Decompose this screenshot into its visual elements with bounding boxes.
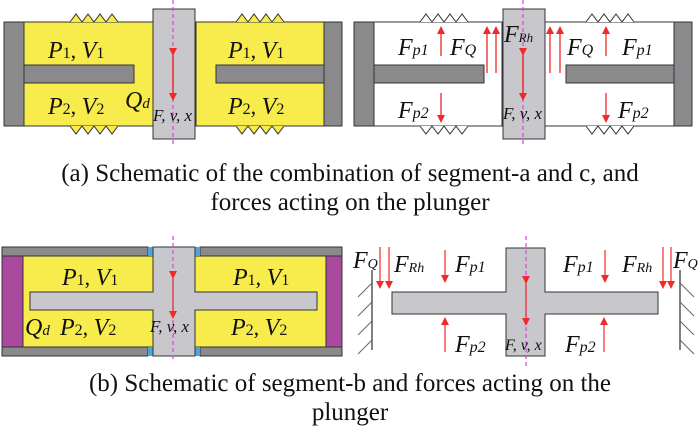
panel-b-left-schematic: P1, V1 P1, V1 Qd P2, V2 P2, V2 F, v, x — [1, 236, 343, 362]
label-fp1: Fp1 — [397, 35, 429, 61]
seal-left — [1, 255, 24, 348]
panel-b-right-forces: FQ FRh Fp1 Fp1 FRh FQ Fp2 Fp2 F, v, x — [352, 236, 698, 366]
label-p1-v1: P1, V1 — [61, 265, 118, 291]
label-f-v-x: F, v, x — [502, 104, 542, 123]
spring-zigzag — [585, 13, 635, 23]
housing-top — [1, 246, 149, 257]
label-fp2: Fp2 — [454, 332, 486, 358]
label-p2-v2: P2, V2 — [227, 94, 284, 120]
label-p1-v1: P1, V1 — [227, 38, 284, 64]
housing-top — [199, 246, 343, 257]
housing-wall-left — [353, 21, 375, 127]
spring-zigzag — [235, 125, 285, 135]
housing-arm-left — [23, 64, 135, 84]
spring-zigzag — [69, 13, 119, 23]
housing-arm-right — [215, 64, 325, 84]
housing-arm-right — [565, 64, 675, 84]
label-frh: FRh — [621, 252, 652, 278]
spring-zigzag — [419, 13, 469, 23]
caption-a: (a) Schematic of the combination of segm… — [0, 159, 700, 217]
caption-a-line1: (a) Schematic of the combination of segm… — [61, 160, 639, 187]
label-frh: FRh — [503, 22, 533, 48]
caption-a-line2: forces acting on the plunger — [210, 189, 490, 216]
wall-hatching-right — [679, 282, 695, 355]
seal-right — [325, 255, 343, 348]
panel-a-left-schematic: P1, V1 P2, V2 Qd F, v, x P1, V1 P2, V2 — [3, 0, 343, 146]
label-fp2: Fp2 — [397, 98, 429, 124]
label-fp1: Fp1 — [454, 252, 486, 278]
panel-a-right-forces: Fp1 FQ FRh FQ Fp1 Fp2 Fp2 F, v, x — [353, 0, 693, 146]
label-frh: FRh — [393, 252, 424, 278]
label-p1-v1: P1, V1 — [47, 38, 104, 64]
housing-wall-right — [673, 21, 693, 127]
caption-b-line2: plunger — [311, 399, 389, 426]
clearance-gap — [195, 347, 200, 356]
label-p1-v1: P1, V1 — [232, 265, 289, 291]
housing-wall-right — [323, 21, 343, 127]
spring-zigzag — [419, 125, 469, 135]
label-fq: FQ — [352, 248, 378, 274]
caption-b-line1: (b) Schematic of segment-b and forces ac… — [88, 370, 612, 397]
label-fq: FQ — [449, 35, 477, 61]
clearance-gap — [148, 247, 153, 256]
housing-bottom — [1, 346, 149, 357]
spring-zigzag — [235, 13, 285, 23]
housing-arm-left — [373, 64, 485, 84]
clearance-gap — [148, 347, 153, 356]
label-p2-v2: P2, V2 — [59, 315, 116, 341]
caption-b: (b) Schematic of segment-b and forces ac… — [0, 369, 700, 427]
label-f-v-x: F, v, x — [149, 317, 189, 336]
label-fp2: Fp2 — [617, 98, 649, 124]
label-f-v-x: F, v, x — [152, 106, 192, 125]
label-fq: FQ — [672, 248, 698, 274]
label-fq: FQ — [566, 35, 594, 61]
label-p2-v2: P2, V2 — [47, 94, 104, 120]
label-fp1: Fp1 — [562, 252, 594, 278]
spring-zigzag — [69, 125, 119, 135]
housing-bottom — [199, 346, 343, 357]
wall-hatching-left — [357, 282, 373, 355]
label-fp2: Fp2 — [564, 332, 596, 358]
label-fp1: Fp1 — [621, 35, 653, 61]
label-qd: Qd — [25, 315, 50, 341]
label-p2-v2: P2, V2 — [230, 315, 287, 341]
clearance-gap — [195, 247, 200, 256]
label-f-v-x: F, v, x — [504, 337, 542, 354]
spring-zigzag — [585, 125, 635, 135]
housing-wall-left — [3, 21, 25, 127]
label-qd: Qd — [125, 88, 150, 114]
